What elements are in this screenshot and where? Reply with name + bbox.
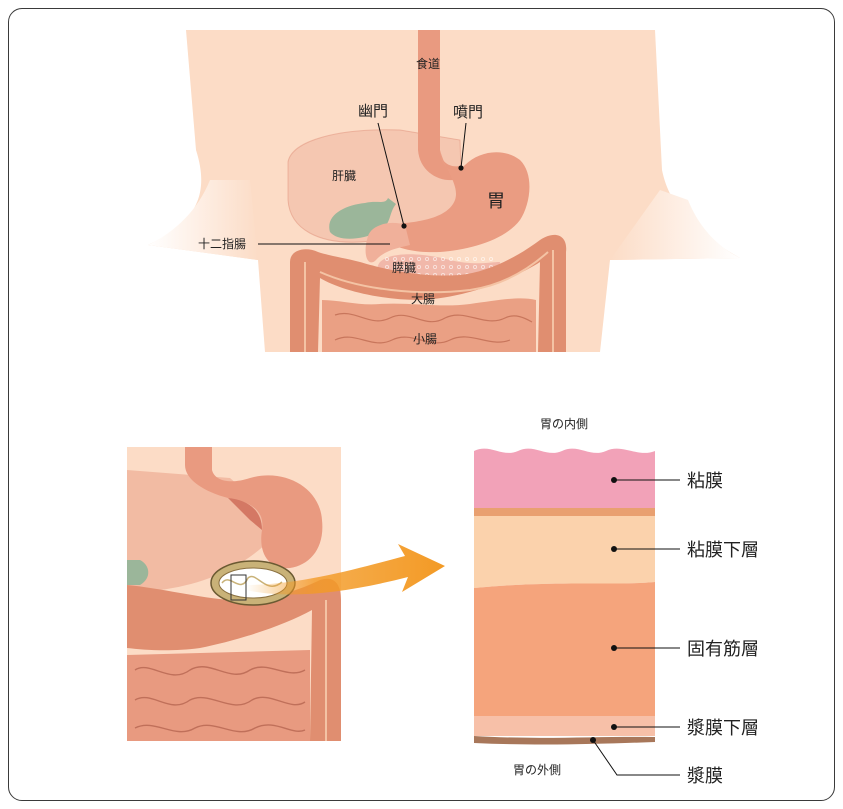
label-esophagus: 食道	[416, 56, 440, 71]
label-pylorus: 幽門	[358, 102, 388, 120]
label-muscularis: 固有筋層	[687, 639, 759, 660]
label-inner-side: 胃の内側	[540, 417, 588, 431]
layer-subserosa	[474, 716, 655, 736]
label-outer-side: 胃の外側	[513, 763, 561, 777]
stomach-wall-layers	[474, 449, 655, 745]
zoom-panel	[127, 447, 341, 741]
label-duodenum: 十二指腸	[198, 236, 246, 251]
label-serosa: 漿膜	[687, 766, 723, 787]
layer-submucosa	[474, 516, 655, 588]
layer-muscularis-mucosae	[474, 508, 655, 516]
label-large-intestine: 大腸	[411, 292, 435, 306]
layer-serosa	[474, 736, 655, 745]
label-cardia: 噴門	[453, 103, 483, 121]
layer-muscularis	[474, 582, 655, 716]
label-mucosa: 粘膜	[687, 471, 723, 492]
label-pancreas: 膵臓	[392, 261, 416, 275]
label-submucosa: 粘膜下層	[687, 540, 759, 561]
label-stomach: 胃	[487, 191, 505, 212]
label-small-intestine: 小腸	[413, 332, 437, 346]
label-subserosa: 漿膜下層	[687, 718, 759, 739]
torso-illustration	[148, 30, 740, 352]
label-liver: 肝臓	[332, 169, 356, 183]
